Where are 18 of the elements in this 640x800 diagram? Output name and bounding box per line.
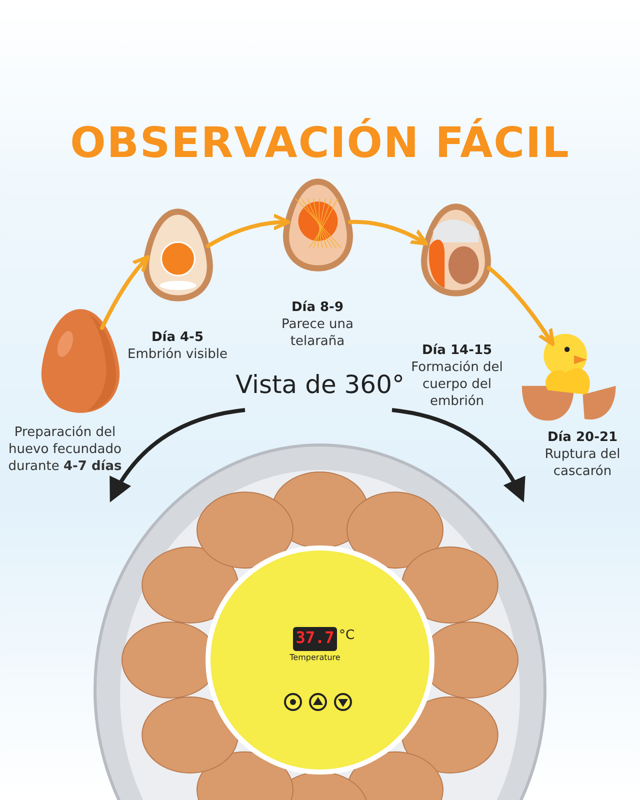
title: OBSERVACIÓN FÁCIL: [69, 118, 571, 167]
arrow: [206, 214, 290, 248]
view-label: Vista de 360°: [234, 372, 406, 398]
stage-description: Ruptura del cascarón: [544, 447, 622, 481]
arrow: [487, 266, 555, 346]
day-label: Día 20-21: [546, 430, 619, 447]
stage-description: Embrión visible: [126, 347, 228, 364]
temperature-readout: 37.7: [294, 628, 336, 647]
stage-description: Formación del cuerpo del embrión: [410, 360, 504, 411]
unit-label: °C: [339, 628, 355, 643]
arrow: [348, 220, 428, 246]
stage-description: Parece una telaraña: [280, 317, 354, 351]
arrow: [100, 255, 150, 330]
day-label: Día 8-9: [290, 300, 345, 317]
day-label: Día 4-5: [150, 330, 205, 347]
stage-description: Preparación del huevo fecundado durante 4-7 días: [7, 425, 123, 476]
day-label: Día 14-15: [420, 343, 494, 360]
display-caption: Temperature: [288, 653, 342, 662]
